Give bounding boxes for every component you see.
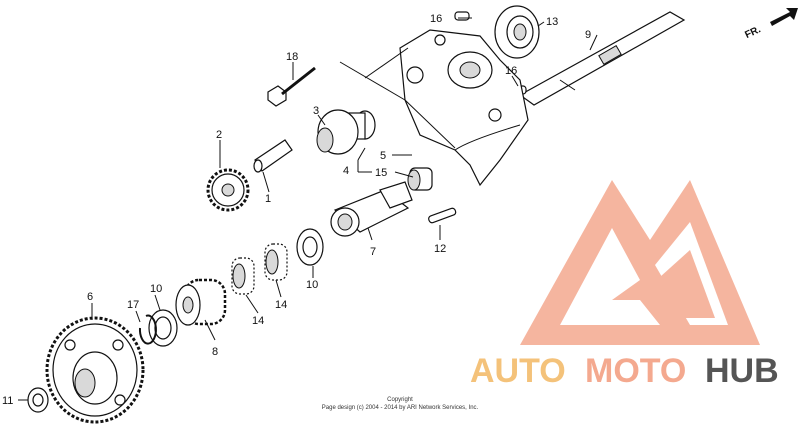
callout-2: 2	[216, 129, 222, 141]
leader-lines	[18, 17, 598, 401]
sleeve-shaft-part	[330, 181, 413, 237]
callout-3: 3	[313, 105, 319, 117]
callout-7: 7	[370, 246, 376, 258]
double-gear-part	[175, 278, 227, 326]
callout-13: 13	[546, 16, 558, 28]
arrow-icon	[770, 8, 798, 26]
callout-12: 12	[434, 243, 446, 255]
callout-6: 6	[87, 291, 93, 303]
pin-part	[253, 139, 293, 173]
needle-bearing-part	[407, 167, 433, 191]
callout-labels: 1 2 3 4 5 6 7 8 9 10 10 11 12 13 14 14 1…	[2, 13, 591, 407]
callout-9: 9	[585, 29, 591, 41]
callout-17: 17	[127, 299, 139, 311]
small-gear-part	[316, 109, 376, 155]
callout-10-left: 10	[150, 283, 162, 295]
callout-14-right: 14	[275, 299, 287, 311]
copyright-line-2: Page design (c) 2004 - 2014 by ARI Netwo…	[321, 405, 479, 411]
washer-part	[27, 387, 49, 413]
front-direction-indicator: FR.	[743, 8, 798, 41]
bearing-part	[494, 5, 540, 59]
needle-bearing-part	[231, 257, 255, 295]
watermark-text: AUTO MOTO HUB	[470, 352, 779, 390]
callout-18: 18	[286, 51, 298, 63]
callout-8: 8	[212, 346, 218, 358]
snap-ring-part	[138, 314, 157, 345]
callout-10-right: 10	[306, 279, 318, 291]
spur-gear-part	[206, 168, 250, 212]
watermark-word-1: AUTO	[470, 352, 566, 390]
callout-16-top: 16	[430, 13, 442, 25]
callout-16-right: 16	[505, 65, 517, 77]
washer-part	[296, 228, 324, 266]
dowel-pin-part	[454, 11, 470, 21]
dowel-pin-part	[428, 207, 457, 224]
callout-15: 15	[375, 167, 387, 179]
copyright-line-1: Copyright	[387, 397, 413, 403]
housing-part	[399, 29, 529, 187]
bolt-part	[267, 66, 316, 107]
callout-14-left: 14	[252, 315, 264, 327]
large-gear-part	[45, 316, 145, 424]
direction-label: FR.	[743, 24, 762, 41]
watermark-word-3: HUB	[705, 352, 779, 390]
callout-11: 11	[2, 395, 13, 407]
watermark-word-2: MOTO	[585, 352, 686, 390]
watermark-logo	[520, 180, 760, 345]
needle-bearing-part	[264, 243, 288, 281]
callout-4: 4	[343, 165, 349, 177]
callout-1: 1	[265, 193, 271, 205]
shaft-part	[518, 11, 686, 106]
callout-5: 5	[380, 150, 386, 162]
